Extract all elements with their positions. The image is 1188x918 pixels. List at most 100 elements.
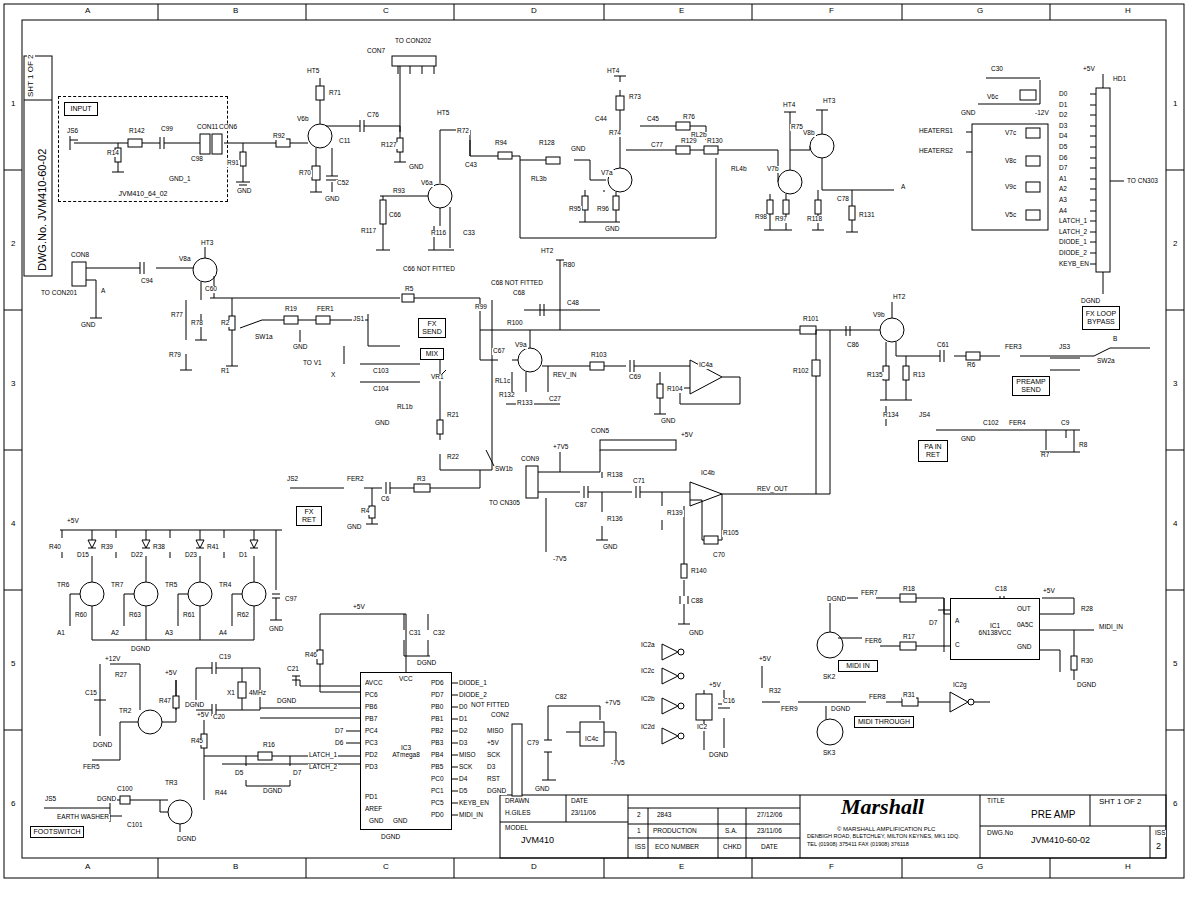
part-label: C bbox=[382, 7, 390, 15]
part-label: D0 bbox=[458, 704, 468, 711]
part-label: A3 bbox=[164, 630, 174, 637]
part-label: TO CON201 bbox=[40, 290, 78, 297]
part-label: 23/11/06 bbox=[756, 828, 783, 835]
part-label: V9c bbox=[1004, 184, 1017, 191]
part-label: JS5 bbox=[44, 796, 57, 803]
part-label: R77 bbox=[170, 312, 184, 319]
part-label: V8c bbox=[1004, 158, 1017, 165]
part-label: C67 bbox=[492, 348, 506, 355]
part-label: PB7 bbox=[364, 716, 378, 723]
part-label: R3 bbox=[416, 476, 426, 483]
part-label: 1 bbox=[10, 100, 16, 108]
part-label: R92 bbox=[272, 133, 286, 140]
part-label: A bbox=[954, 618, 960, 625]
part-label: V7a bbox=[600, 170, 614, 177]
part-label: V6a bbox=[420, 180, 434, 187]
part-label: R13 bbox=[912, 372, 926, 379]
part-label: D2 bbox=[1058, 112, 1068, 119]
part-label: DWG.No. JVM410-60-02 bbox=[37, 148, 48, 272]
part-label: TEL (01908) 375411 FAX (01908) 376118 bbox=[806, 842, 910, 848]
part-label: PC3 bbox=[364, 740, 379, 747]
part-label: GND bbox=[660, 418, 676, 425]
part-label: R95 bbox=[568, 206, 582, 213]
part-label: FER6 bbox=[864, 638, 883, 645]
part-label: R60 bbox=[74, 612, 88, 619]
part-label: RL1c bbox=[494, 378, 511, 385]
part-label: GND bbox=[688, 630, 704, 637]
part-label: SW2a bbox=[1096, 358, 1116, 365]
part-label: GND bbox=[292, 344, 308, 351]
part-label: C99 bbox=[160, 126, 174, 133]
part-label: R17 bbox=[902, 634, 916, 641]
part-label: TO CN305 bbox=[488, 500, 521, 507]
part-label: TR2 bbox=[118, 708, 132, 715]
part-label: +5V bbox=[352, 604, 366, 611]
part-label: B bbox=[232, 7, 239, 15]
part-label: C78 bbox=[836, 196, 850, 203]
part-label: GND bbox=[602, 544, 618, 551]
part-label: R138 bbox=[606, 472, 624, 479]
part-label: DWG.No bbox=[986, 830, 1014, 837]
part-label: F bbox=[828, 7, 835, 15]
part-label: +5V bbox=[66, 518, 80, 525]
part-label: R135 bbox=[866, 372, 884, 379]
part-label: 5 bbox=[1172, 660, 1178, 668]
part-label: 2 bbox=[636, 812, 642, 819]
part-label: 2 bbox=[10, 240, 16, 248]
part-label: C82 bbox=[554, 694, 568, 701]
part-label: C18 bbox=[994, 586, 1008, 593]
node-text: FOOTSWITCH bbox=[33, 828, 80, 836]
part-label: GND bbox=[324, 196, 340, 203]
part-label: C21 bbox=[286, 666, 300, 673]
part-label: R47 bbox=[158, 698, 172, 705]
part-label: PB3 bbox=[430, 740, 444, 747]
part-label: V6b bbox=[296, 116, 310, 123]
part-label: 3 bbox=[10, 380, 16, 388]
part-label: C71 bbox=[632, 478, 646, 485]
part-label: C11 bbox=[338, 138, 351, 145]
part-label: 23/11/06 bbox=[570, 810, 597, 817]
part-label: C27 bbox=[548, 396, 562, 403]
part-label: S.A. bbox=[724, 828, 738, 835]
part-label: NOT FITTED bbox=[470, 702, 510, 709]
part-label: R100 bbox=[506, 320, 524, 327]
part-label: EARTH WASHER bbox=[56, 814, 110, 821]
part-label: C19 bbox=[218, 654, 232, 661]
part-label: IC2g bbox=[952, 682, 968, 689]
part-label: A bbox=[100, 288, 106, 295]
part-label: DGND bbox=[708, 752, 729, 759]
node-text: JVM410_64_02 bbox=[118, 190, 167, 198]
part-label: R103 bbox=[590, 352, 608, 359]
part-label: C44 bbox=[594, 116, 608, 123]
part-label: D4 bbox=[458, 776, 468, 783]
part-label: 4 bbox=[10, 520, 16, 528]
part-label: PD0 bbox=[430, 812, 445, 819]
part-label: GND bbox=[408, 164, 424, 171]
part-label: HD1 bbox=[1112, 76, 1127, 83]
part-label: FER1 bbox=[316, 306, 335, 313]
part-label: +5V bbox=[680, 432, 694, 439]
part-label: C16 bbox=[722, 698, 736, 705]
label-box: FX SEND bbox=[418, 318, 446, 338]
part-label: R19 bbox=[284, 306, 298, 313]
part-label: +5V bbox=[486, 740, 500, 747]
part-label: R62 bbox=[236, 612, 250, 619]
part-label: D3 bbox=[458, 740, 468, 747]
part-label: HEATERS1 bbox=[918, 128, 954, 135]
part-label: R72 bbox=[456, 128, 470, 135]
part-label: R7 bbox=[1040, 452, 1050, 459]
part-label: R140 bbox=[690, 568, 708, 575]
part-label: +5V bbox=[164, 670, 178, 677]
part-label: V9a bbox=[514, 342, 528, 349]
part-label: R117 bbox=[360, 228, 377, 235]
part-label: C66 bbox=[388, 212, 402, 219]
part-label: R6 bbox=[966, 362, 976, 369]
node-text: PA IN RET bbox=[921, 443, 945, 458]
part-label: R28 bbox=[1080, 606, 1094, 613]
part-label: C102 bbox=[982, 420, 1000, 427]
part-label: GND bbox=[604, 226, 620, 233]
part-label: GND bbox=[368, 818, 384, 825]
part-label: MODEL bbox=[504, 825, 529, 832]
part-label: PC5 bbox=[430, 800, 445, 807]
label-box: FOOTSWITCH bbox=[30, 826, 84, 838]
